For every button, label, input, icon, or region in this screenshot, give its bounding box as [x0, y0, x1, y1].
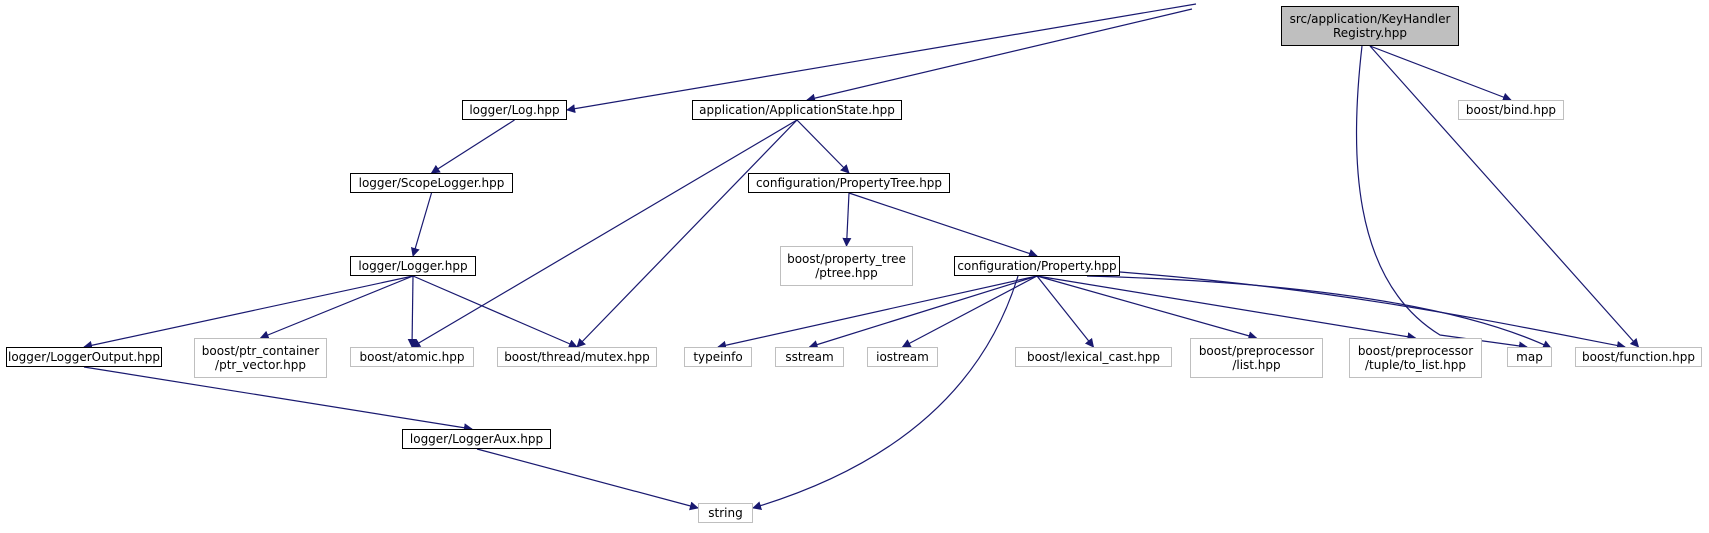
- edge-ptree-ptreehpp: [842, 192, 852, 247]
- edge-appstate-ptree: [796, 119, 850, 174]
- node-sstream[interactable]: sstream: [775, 347, 844, 367]
- edge-property-map: [1086, 275, 1552, 349]
- edge-property-sstream: [808, 275, 1038, 349]
- node-label: configuration/PropertyTree.hpp: [755, 176, 943, 190]
- node-label: map: [1516, 350, 1543, 364]
- edge-logger-loggeroutput: [83, 275, 414, 350]
- node-label: boost/preprocessor: [1357, 344, 1474, 358]
- node-label: /ptr_vector.hpp: [215, 358, 306, 372]
- edge-root-log: [566, 3, 1197, 114]
- node-function[interactable]: boost/function.hpp: [1575, 347, 1702, 367]
- node-mutex[interactable]: boost/thread/mutex.hpp: [497, 347, 657, 367]
- node-label: configuration/Property.hpp: [957, 259, 1117, 273]
- node-label: typeinfo: [693, 350, 743, 364]
- node-label: iostream: [876, 350, 929, 364]
- edge-root-bind: [1369, 45, 1512, 102]
- node-appstate[interactable]: application/ApplicationState.hpp: [692, 100, 902, 120]
- node-atomic[interactable]: boost/atomic.hpp: [350, 347, 474, 367]
- node-label: Registry.hpp: [1332, 26, 1408, 40]
- edge-scopelogger-logger: [410, 192, 433, 257]
- edge-property-lexical: [1036, 275, 1095, 348]
- node-scopelogger[interactable]: logger/ScopeLogger.hpp: [350, 173, 513, 193]
- node-label: logger/LoggerOutput.hpp: [8, 350, 160, 364]
- node-label: application/ApplicationState.hpp: [699, 103, 895, 117]
- edge-appstate-atomic: [411, 119, 798, 348]
- node-label: string: [708, 506, 743, 520]
- node-property[interactable]: configuration/Property.hpp: [954, 256, 1120, 276]
- edge-log-scopelogger: [430, 119, 515, 174]
- node-typeinfo[interactable]: typeinfo: [684, 347, 752, 367]
- node-loggeraux[interactable]: logger/LoggerAux.hpp: [402, 429, 551, 449]
- edge-logger-ptrvector: [259, 275, 414, 340]
- node-string[interactable]: string: [698, 503, 753, 523]
- edge-ptree-property: [848, 192, 1038, 258]
- edge-logger-mutex: [412, 275, 578, 348]
- edge-root-map: [1355, 45, 1528, 351]
- node-label: boost/atomic.hpp: [359, 350, 465, 364]
- node-label: logger/LoggerAux.hpp: [409, 432, 544, 446]
- node-label: boost/preprocessor: [1198, 344, 1315, 358]
- edge-property-string: [752, 275, 1019, 510]
- node-label: boost/function.hpp: [1582, 350, 1695, 364]
- node-map[interactable]: map: [1507, 347, 1552, 367]
- node-logger[interactable]: logger/Logger.hpp: [350, 256, 476, 276]
- node-label: /list.hpp: [1232, 358, 1281, 372]
- node-lexical[interactable]: boost/lexical_cast.hpp: [1015, 347, 1172, 367]
- edge-logger-atomic: [407, 275, 417, 348]
- node-iostream[interactable]: iostream: [867, 347, 938, 367]
- edge-root-function: [1369, 45, 1640, 348]
- node-log[interactable]: logger/Log.hpp: [462, 100, 567, 120]
- edge-loggeraux-string: [476, 448, 699, 511]
- node-label: src/application/KeyHandler: [1289, 12, 1451, 26]
- edge-property-pplist: [1036, 275, 1258, 341]
- node-pptuple[interactable]: boost/preprocessor/tuple/to_list.hpp: [1349, 338, 1482, 378]
- node-ptree[interactable]: configuration/PropertyTree.hpp: [748, 173, 950, 193]
- edge-loggeroutput-loggeraux: [83, 366, 473, 433]
- node-bind[interactable]: boost/bind.hpp: [1458, 100, 1564, 120]
- node-label: boost/lexical_cast.hpp: [1026, 350, 1161, 364]
- node-label: /tuple/to_list.hpp: [1364, 358, 1467, 372]
- node-label: logger/Logger.hpp: [358, 259, 468, 273]
- node-label: boost/bind.hpp: [1465, 103, 1557, 117]
- node-label: boost/property_tree: [787, 252, 906, 266]
- edge-root-appstate: [806, 8, 1193, 103]
- edge-property-function: [1119, 271, 1626, 350]
- edge-appstate-mutex: [576, 119, 798, 348]
- node-label: boost/thread/mutex.hpp: [504, 350, 650, 364]
- node-label: logger/ScopeLogger.hpp: [358, 176, 505, 190]
- node-loggeroutput[interactable]: logger/LoggerOutput.hpp: [6, 347, 162, 367]
- node-pplist[interactable]: boost/preprocessor/list.hpp: [1190, 338, 1323, 378]
- node-label: sstream: [785, 350, 834, 364]
- node-ptreehpp[interactable]: boost/property_tree/ptree.hpp: [780, 246, 913, 286]
- node-ptrvector[interactable]: boost/ptr_container/ptr_vector.hpp: [194, 338, 327, 378]
- edge-property-typeinfo: [717, 275, 1038, 350]
- node-label: logger/Log.hpp: [469, 103, 560, 117]
- node-label: boost/ptr_container: [201, 344, 320, 358]
- edge-property-pptuple: [1036, 275, 1417, 342]
- node-label: /ptree.hpp: [815, 266, 878, 280]
